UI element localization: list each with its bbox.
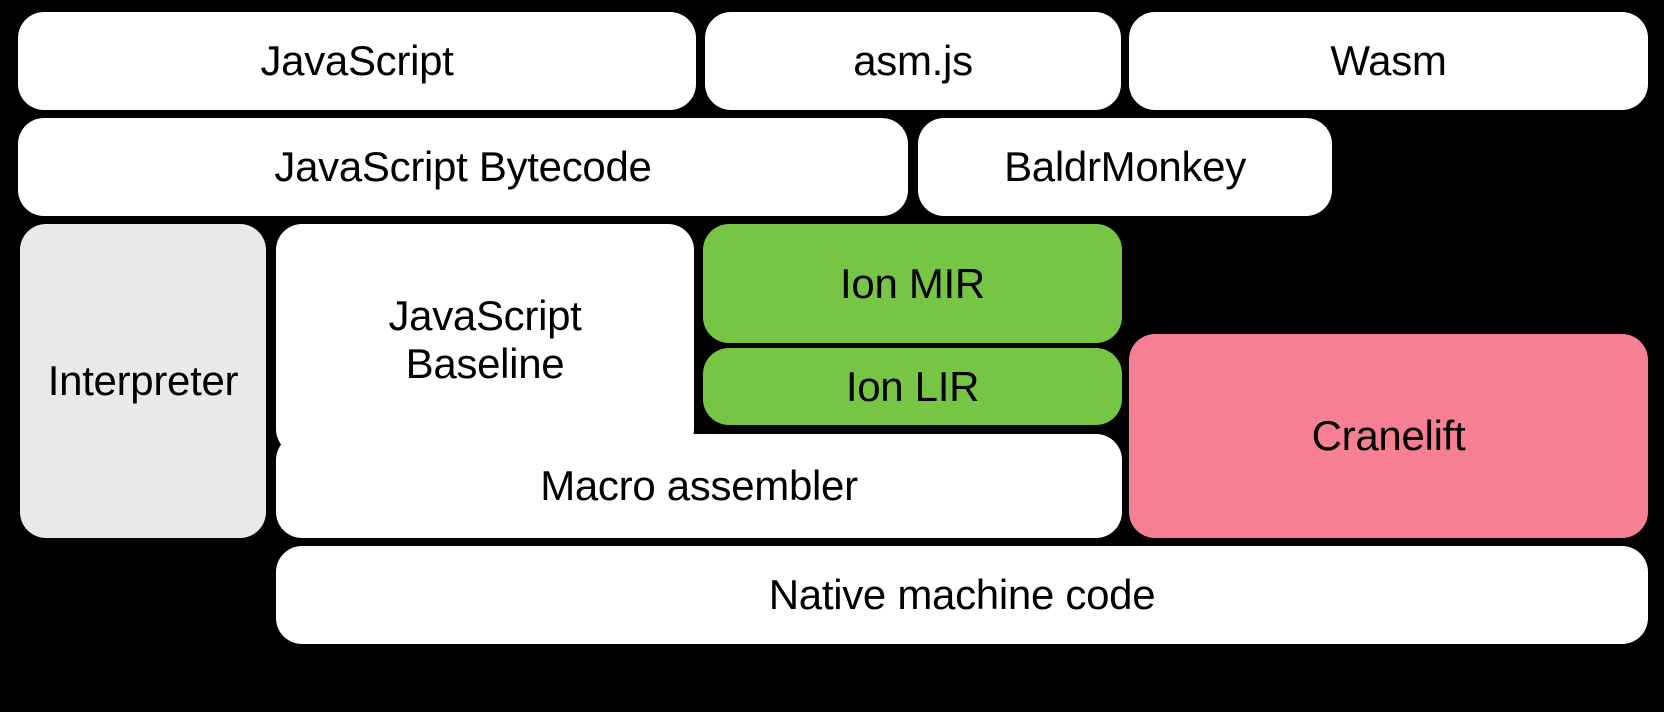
node-ion-lir[interactable]: Ion LIR bbox=[703, 348, 1122, 425]
node-native-machine-code[interactable]: Native machine code bbox=[276, 546, 1648, 644]
node-cranelift[interactable]: Cranelift bbox=[1129, 334, 1648, 538]
node-baldrmonkey[interactable]: BaldrMonkey bbox=[918, 118, 1332, 216]
node-wasm[interactable]: Wasm bbox=[1129, 12, 1648, 110]
node-javascript[interactable]: JavaScript bbox=[18, 12, 696, 110]
node-javascript-baseline[interactable]: JavaScript Baseline bbox=[276, 224, 694, 455]
node-ion-mir[interactable]: Ion MIR bbox=[703, 224, 1122, 343]
node-interpreter[interactable]: Interpreter bbox=[20, 224, 266, 538]
node-asm-js[interactable]: asm.js bbox=[705, 12, 1121, 110]
node-javascript-bytecode[interactable]: JavaScript Bytecode bbox=[18, 118, 908, 216]
node-macro-assembler[interactable]: Macro assembler bbox=[276, 434, 1122, 538]
